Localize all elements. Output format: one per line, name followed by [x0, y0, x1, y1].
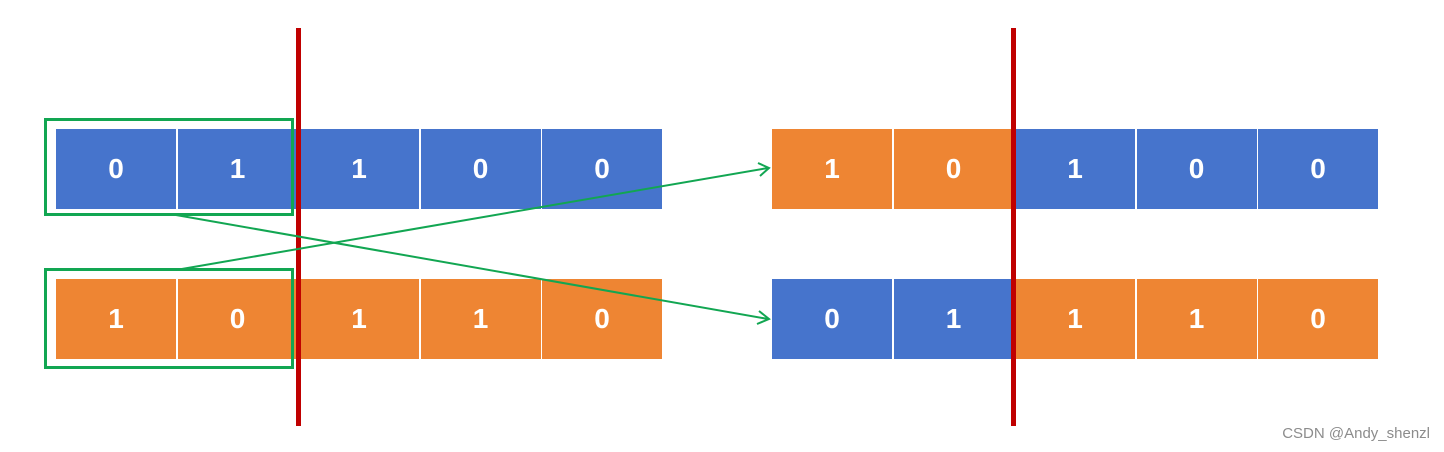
- offspring-a-row: 1 0 1 0 0: [772, 129, 1378, 209]
- crossover-point-line-left: [296, 28, 301, 426]
- offspring-b-gene-1: 0: [772, 279, 892, 359]
- offspring-a-gene-5: 0: [1258, 129, 1378, 209]
- parent-a-gene-1: 0: [56, 129, 176, 209]
- offspring-b-gene-3: 1: [1015, 279, 1135, 359]
- parent-a-gene-4: 0: [420, 129, 541, 209]
- offspring-b-row: 0 1 1 1 0: [772, 279, 1378, 359]
- parent-b-segment-highlight: [44, 268, 294, 369]
- parent-b-gene-3: 1: [299, 279, 419, 359]
- offspring-a-gene-2: 0: [893, 129, 1014, 209]
- parent-a-segment-highlight: [44, 118, 294, 216]
- offspring-a-gene-4: 0: [1136, 129, 1257, 209]
- crossover-point-line-right: [1011, 28, 1016, 426]
- parent-b-gene-5: 0: [542, 279, 662, 359]
- parent-a-gene-5: 0: [542, 129, 662, 209]
- offspring-a-gene-3: 1: [1015, 129, 1135, 209]
- offspring-b-gene-4: 1: [1136, 279, 1257, 359]
- parent-b-gene-4: 1: [420, 279, 541, 359]
- arrow-head-offspring-a: [757, 162, 771, 177]
- watermark: CSDN @Andy_shenzl: [1282, 425, 1430, 442]
- parent-a-gene-3: 1: [299, 129, 419, 209]
- arrow-head-offspring-b: [756, 310, 771, 325]
- offspring-a-gene-1: 1: [772, 129, 892, 209]
- offspring-b-gene-5: 0: [1258, 279, 1378, 359]
- parent-b-gene-1: 1: [56, 279, 176, 359]
- offspring-b-gene-2: 1: [893, 279, 1014, 359]
